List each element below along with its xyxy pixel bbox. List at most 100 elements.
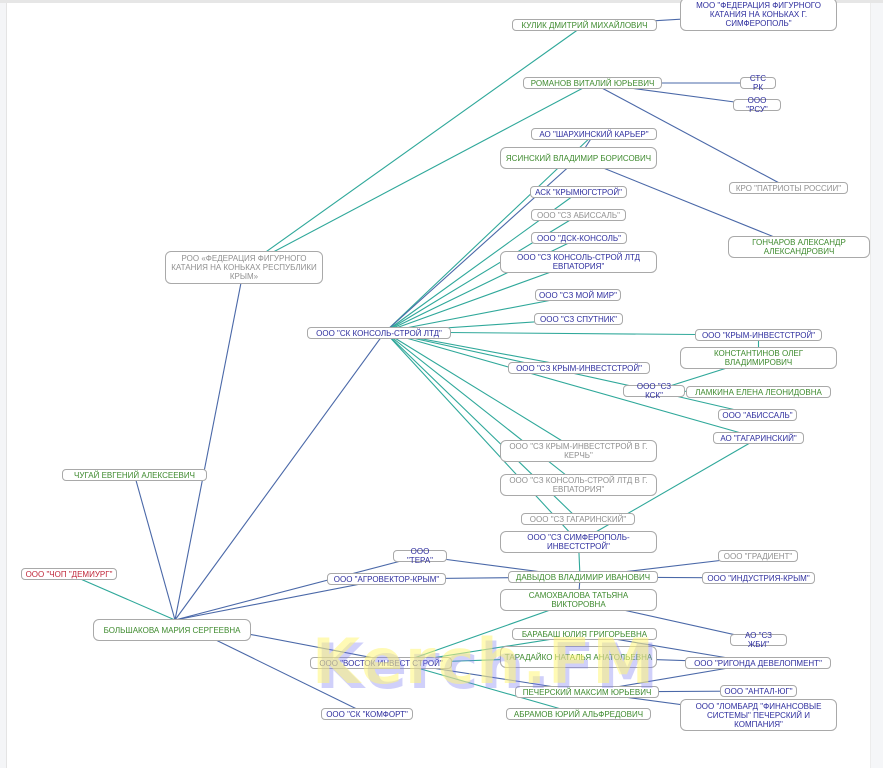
graph-node-sz_ksk[interactable]: ООО "СЗ КСК" <box>623 382 685 400</box>
graph-node-ask[interactable]: АСК "КРЫМЮГСТРОЙ" <box>530 186 627 198</box>
edge-yasinsky-goncharov <box>578 157 800 248</box>
edge-sk_ks-sz_ksk <box>384 331 655 392</box>
node-label: КУЛИК ДМИТРИЙ МИХАЙЛОВИЧ <box>521 20 648 30</box>
graph-node-abramov[interactable]: АБРАМОВ ЮРИЙ АЛЬФРЕДОВИЧ <box>506 708 651 720</box>
graph-node-dsk[interactable]: ООО "ДСК-КОНСОЛЬ" <box>531 232 627 244</box>
node-label: ДАВЫДОВ ВЛАДИМИР ИВАНОВИЧ <box>515 572 651 582</box>
node-label: ООО "ГРАДИЕНТ" <box>723 551 793 561</box>
graph-node-sz_ks_evp2[interactable]: ООО "СЗ КОНСОЛЬ-СТРОЙ ЛТД В Г. ЕВПАТОРИЯ… <box>500 474 657 496</box>
graph-node-romanov[interactable]: РОМАНОВ ВИТАЛИЙ ЮРЬЕВИЧ <box>523 77 662 89</box>
edge-romanov-kro <box>592 82 789 189</box>
node-label: АБРАМОВ ЮРИЙ АЛЬФРЕДОВИЧ <box>513 709 644 719</box>
edge-romanov-roo_fed <box>243 82 593 268</box>
graph-node-samokh[interactable]: САМОХВАЛОВА ТАТЬЯНА ВИКТОРОВНА <box>500 589 657 611</box>
graph-node-moo_fed[interactable]: МОО "ФЕДЕРАЦИЯ ФИГУРНОГО КАТАНИЯ НА КОНЬ… <box>680 0 837 31</box>
graph-node-davydov[interactable]: ДАВЫДОВ ВЛАДИМИР ИВАНОВИЧ <box>508 571 658 583</box>
graph-node-sz_simf[interactable]: ООО "СЗ СИМФЕРОПОЛЬ-ИНВЕСТСТРОЙ" <box>500 531 657 553</box>
node-label: САМОХВАЛОВА ТАТЬЯНА ВИКТОРОВНА <box>528 591 629 609</box>
node-label: ООО "АГРОВЕКТОР-КРЫМ" <box>333 574 440 584</box>
edge-sk_ks-bolsh <box>174 331 386 621</box>
edge-bolsh-tera <box>174 555 421 621</box>
node-label: ТАРАДАЙКО НАТАЛЬЯ АНАТОЛЬЕВНА <box>504 652 653 662</box>
graph-node-sz_kerch[interactable]: ООО "СЗ КРЫМ-ИНВЕСТСТРОЙ В Г. КЕРЧЬ" <box>500 440 657 462</box>
graph-node-industr[interactable]: ООО "ИНДУСТРИЯ-КРЫМ" <box>702 572 815 584</box>
graph-node-sz_krym_inv[interactable]: ООО "СЗ КРЫМ-ИНВЕСТСТРОЙ" <box>508 362 650 374</box>
edge-sk_ks-sz_moymir <box>384 294 579 333</box>
graph-node-gradient[interactable]: ООО "ГРАДИЕНТ" <box>718 550 798 562</box>
node-label: ООО "СЗ ГАГАРИНСКИЙ" <box>529 514 627 524</box>
graph-node-roo_fed[interactable]: РОО «ФЕДЕРАЦИЯ ФИГУРНОГО КАТАНИЯ НА КОНЬ… <box>165 251 323 284</box>
graph-node-sz_sputnik[interactable]: ООО "СЗ СПУТНИК" <box>534 313 623 325</box>
edge-sk_ks-sz_ks_evp <box>384 261 579 333</box>
graph-node-yasinsky[interactable]: ЯСИНСКИЙ ВЛАДИМИР БОРИСОВИЧ <box>500 147 657 169</box>
graph-node-lamkina[interactable]: ЛАМКИНА ЕЛЕНА ЛЕОНИДОВНА <box>686 386 831 398</box>
node-label: АО "ШАРХИНСКИЙ КАРЬЕР" <box>539 129 649 139</box>
graph-node-vostok[interactable]: ООО "ВОСТОК ИНВЕСТ СТРОЙ" <box>310 657 452 669</box>
node-label: ООО "РИГОНДА ДЕВЕЛОПМЕНТ" <box>694 658 822 668</box>
graph-node-antal[interactable]: ООО "АНТАЛ-ЮГ" <box>720 685 797 697</box>
edge-roo_fed-bolsh <box>174 267 245 621</box>
node-label: АО "ГАГАРИНСКИЙ" <box>720 433 797 443</box>
graph-node-bolsh[interactable]: БОЛЬШАКОВА МАРИЯ СЕРГЕЕВНА <box>93 619 251 641</box>
node-label: ООО "СЗ КОНСОЛЬ-СТРОЙ ЛТД ЕВПАТОРИЯ" <box>517 253 640 271</box>
edge-sk_ks-sz_ks_evp2 <box>384 331 579 486</box>
graph-node-goncharov[interactable]: ГОНЧАРОВ АЛЕКСАНДР АЛЕКСАНДРОВИЧ <box>728 236 870 258</box>
left-gutter <box>0 3 7 768</box>
edge-sk_ks-yasinsky <box>384 157 579 333</box>
edge-sk_ks-sz_simf <box>384 331 579 543</box>
edge-kulik-roo_fed <box>243 24 585 268</box>
graph-node-taradayko[interactable]: ТАРАДАЙКО НАТАЛЬЯ АНАТОЛЬЕВНА <box>500 646 657 668</box>
node-label: ООО "СЗ КРЫМ-ИНВЕСТСТРОЙ" <box>516 363 642 373</box>
node-label: АСК "КРЫМЮГСТРОЙ" <box>535 187 622 197</box>
node-label: ООО "СЗ КРЫМ-ИНВЕСТСТРОЙ В Г. КЕРЧЬ" <box>509 442 648 460</box>
graph-node-konstantinov[interactable]: КОНСТАНТИНОВ ОЛЕГ ВЛАДИМИРОВИЧ <box>680 347 837 369</box>
node-label: ООО "СЗ МОЙ МИР" <box>539 290 617 300</box>
graph-node-sz_ks_evp[interactable]: ООО "СЗ КОНСОЛЬ-СТРОЙ ЛТД ЕВПАТОРИЯ" <box>500 251 657 273</box>
node-label: КРО "ПАТРИОТЫ РОССИИ" <box>735 183 842 193</box>
node-label: ПЕЧЕРСКИЙ МАКСИМ ЮРЬЕВИЧ <box>522 687 652 697</box>
graph-node-barabash[interactable]: БАРАБАШ ЮЛИЯ ГРИГОРЬЕВНА <box>512 628 657 640</box>
graph-node-sz_zhbi[interactable]: АО "СЗ ЖБИ" <box>730 631 787 649</box>
graph-node-komfort[interactable]: ООО "СК "КОМФОРТ" <box>321 708 413 720</box>
graph-node-rigonda[interactable]: ООО "РИГОНДА ДЕВЕЛОПМЕНТ" <box>685 657 831 669</box>
node-label: ГОНЧАРОВ АЛЕКСАНДР АЛЕКСАНДРОВИЧ <box>752 238 846 256</box>
graph-node-sharkh[interactable]: АО "ШАРХИНСКИЙ КАРЬЕР" <box>531 128 657 140</box>
graph-node-sts_rk[interactable]: СТС РК <box>740 74 776 92</box>
node-label: ООО "АНТАЛ-ЮГ" <box>724 686 793 696</box>
graph-node-agro[interactable]: ООО "АГРОВЕКТОР-КРЫМ" <box>327 573 446 585</box>
graph-node-sk_ks[interactable]: ООО "СК КОНСОЛЬ-СТРОЙ ЛТД" <box>307 327 451 339</box>
vertical-scrollbar[interactable] <box>870 3 883 768</box>
node-label: РОО «ФЕДЕРАЦИЯ ФИГУРНОГО КАТАНИЯ НА КОНЬ… <box>171 254 317 281</box>
graph-node-gagar[interactable]: АО "ГАГАРИНСКИЙ" <box>713 432 804 444</box>
graph-node-kro[interactable]: КРО "ПАТРИОТЫ РОССИИ" <box>729 182 848 194</box>
graph-node-tera[interactable]: ООО "ТЕРА" <box>393 547 447 565</box>
graph-node-lombard[interactable]: ООО "ЛОМБАРД "ФИНАНСОВЫЕ СИСТЕМЫ" ПЕЧЕРС… <box>680 699 837 731</box>
edge-bolsh-agro <box>174 578 387 621</box>
node-label: ООО "РСУ" <box>746 96 768 114</box>
top-border <box>0 0 883 3</box>
edge-chugay-bolsh <box>133 474 176 621</box>
node-label: ЯСИНСКИЙ ВЛАДИМИР БОРИСОВИЧ <box>505 153 652 163</box>
node-label: ООО "СЗ КОНСОЛЬ-СТРОЙ ЛТД В Г. ЕВПАТОРИЯ… <box>509 476 648 494</box>
graph-node-sz_abis[interactable]: ООО "СЗ АБИССАЛЬ" <box>531 209 626 221</box>
graph-node-chugay[interactable]: ЧУГАЙ ЕВГЕНИЙ АЛЕКСЕЕВИЧ <box>62 469 207 481</box>
node-label: ООО "СК "КОМФОРТ" <box>326 709 408 719</box>
graph-node-sz_gagar[interactable]: ООО "СЗ ГАГАРИНСКИЙ" <box>521 513 635 525</box>
edge-demiurg-bolsh <box>68 573 176 621</box>
node-label: ООО "ЧОП "ДЕМИУРГ" <box>25 569 113 579</box>
graph-node-krym_inv[interactable]: ООО "КРЫМ-ИНВЕСТСТРОЙ" <box>695 329 822 341</box>
graph-node-abis[interactable]: ООО "АБИССАЛЬ" <box>718 409 797 421</box>
node-label: ООО "ТЕРА" <box>406 547 434 565</box>
graph-node-kulik[interactable]: КУЛИК ДМИТРИЙ МИХАЙЛОВИЧ <box>512 19 657 31</box>
node-label: ООО "ДСК-КОНСОЛЬ" <box>537 233 621 243</box>
graph-node-rsu[interactable]: ООО "РСУ" <box>733 96 781 114</box>
graph-node-demiurg[interactable]: ООО "ЧОП "ДЕМИУРГ" <box>21 568 117 580</box>
graph-node-sz_moymir[interactable]: ООО "СЗ МОЙ МИР" <box>535 289 621 301</box>
node-label: ЧУГАЙ ЕВГЕНИЙ АЛЕКСЕЕВИЧ <box>74 470 195 480</box>
graph-node-pechersky[interactable]: ПЕЧЕРСКИЙ МАКСИМ ЮРЬЕВИЧ <box>515 686 659 698</box>
node-label: ООО "АБИССАЛЬ" <box>722 410 793 420</box>
node-label: ООО "СЗ СПУТНИК" <box>540 314 617 324</box>
node-label: ООО "СЗ СИМФЕРОПОЛЬ-ИНВЕСТСТРОЙ" <box>527 533 630 551</box>
node-label: ЛАМКИНА ЕЛЕНА ЛЕОНИДОВНА <box>695 387 822 397</box>
